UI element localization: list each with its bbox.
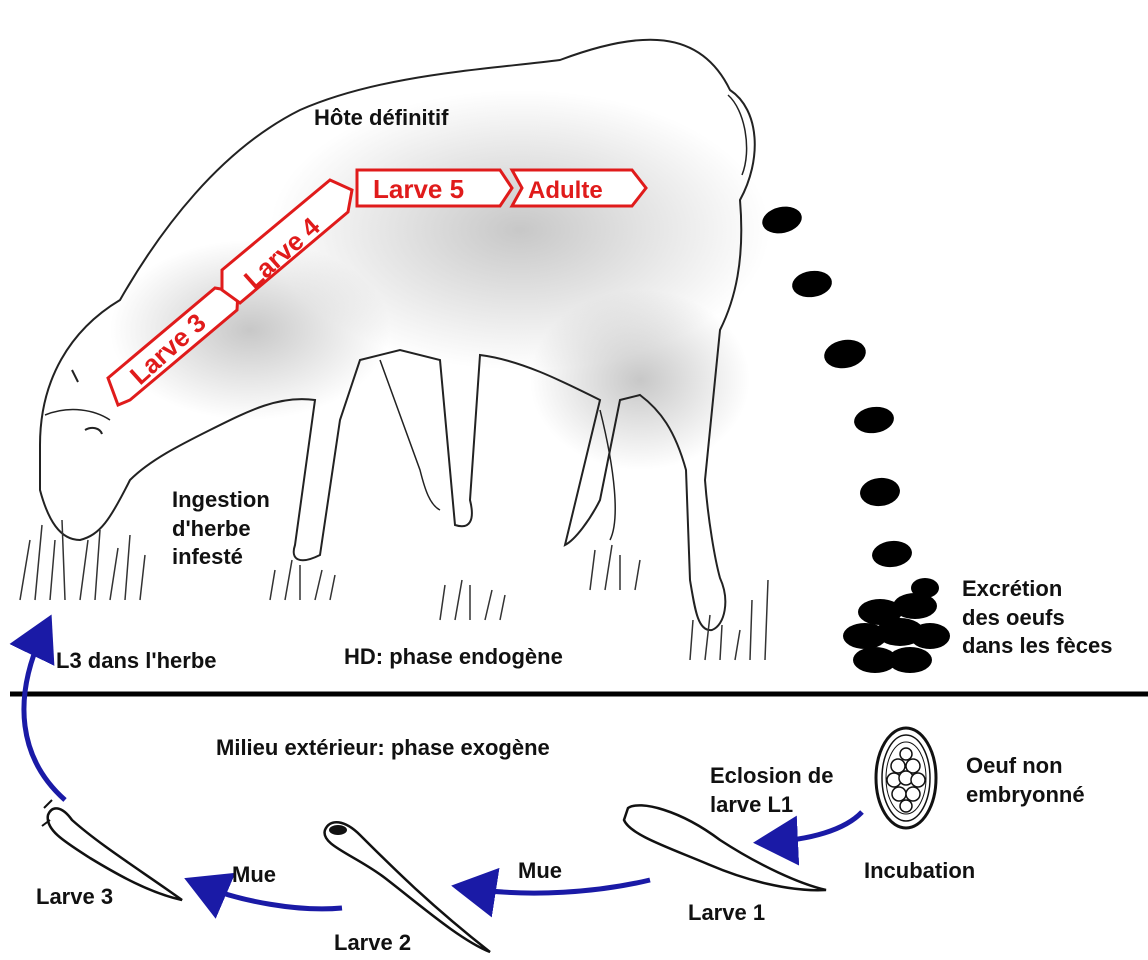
excretion-label: Excrétion des oeufs dans les fèces xyxy=(962,575,1112,661)
fecal-pellet-icon xyxy=(790,268,833,299)
fecal-pellet-icon xyxy=(822,337,868,372)
hatching-label: Eclosion de larve L1 xyxy=(710,762,833,819)
larva-icon xyxy=(42,800,826,952)
stage-adult: Adulte xyxy=(512,170,646,206)
fecal-pellets xyxy=(760,203,950,673)
ingestion-label: Ingestion d'herbe infesté xyxy=(172,486,270,572)
egg-icon xyxy=(876,728,936,828)
larva2-label: Larve 2 xyxy=(334,929,411,958)
stage-larva5: Larve 5 xyxy=(357,170,512,206)
fecal-pile xyxy=(843,578,950,673)
l3-grass-label: L3 dans l'herbe xyxy=(56,647,217,676)
fecal-pellet-icon xyxy=(871,539,913,569)
host-title: Hôte définitif xyxy=(314,104,448,133)
larva1-label: Larve 1 xyxy=(688,899,765,928)
fecal-pellet-icon xyxy=(852,404,895,435)
grass-tuft-icon xyxy=(20,520,768,660)
molt-label-2: Mue xyxy=(232,861,276,890)
stage-larva5-label: Larve 5 xyxy=(373,174,464,204)
fecal-pellet-icon xyxy=(859,476,902,508)
exogenous-phase-label: Milieu extérieur: phase exogène xyxy=(216,734,550,763)
larva3-label: Larve 3 xyxy=(36,883,113,912)
egg-label: Oeuf non embryonné xyxy=(966,752,1085,809)
molt-label-1: Mue xyxy=(518,857,562,886)
endogenous-phase-label: HD: phase endogène xyxy=(344,643,563,672)
incubation-label: Incubation xyxy=(864,857,975,886)
stage-adult-label: Adulte xyxy=(528,177,603,204)
